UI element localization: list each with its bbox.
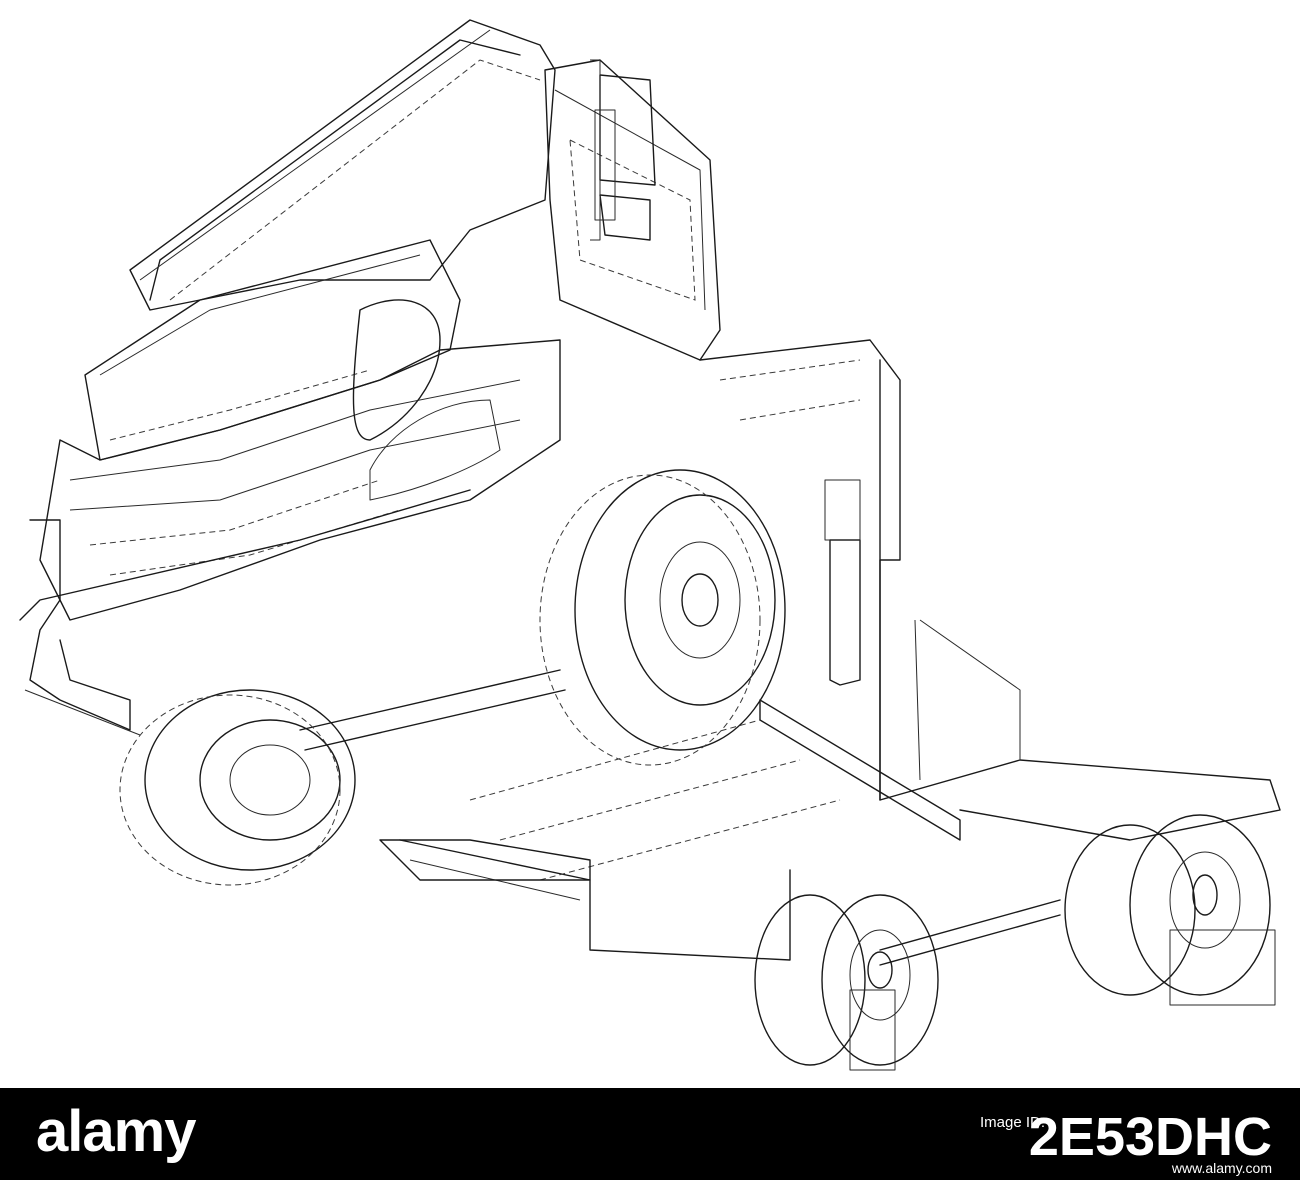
watermark-bar: alamy Image ID: 2E53DHC www.alamy.com bbox=[0, 1088, 1300, 1180]
truck-wireframe-illustration bbox=[19, 19, 1281, 1071]
truck-wireframe-svg bbox=[19, 19, 1281, 1071]
front-wheel bbox=[539, 469, 786, 766]
chassis-frame bbox=[299, 339, 1281, 966]
image-id-code: 2E53DHC bbox=[1028, 1107, 1272, 1167]
front-wheel-left bbox=[119, 689, 356, 886]
rear-wheels-left bbox=[754, 894, 939, 1071]
image-id-label: Image ID: bbox=[980, 1114, 1046, 1131]
rear-wheels-right bbox=[1064, 814, 1276, 1006]
alamy-logo: alamy bbox=[36, 1099, 196, 1164]
cab-body bbox=[19, 19, 721, 736]
site-url: www.alamy.com bbox=[1171, 1160, 1272, 1176]
